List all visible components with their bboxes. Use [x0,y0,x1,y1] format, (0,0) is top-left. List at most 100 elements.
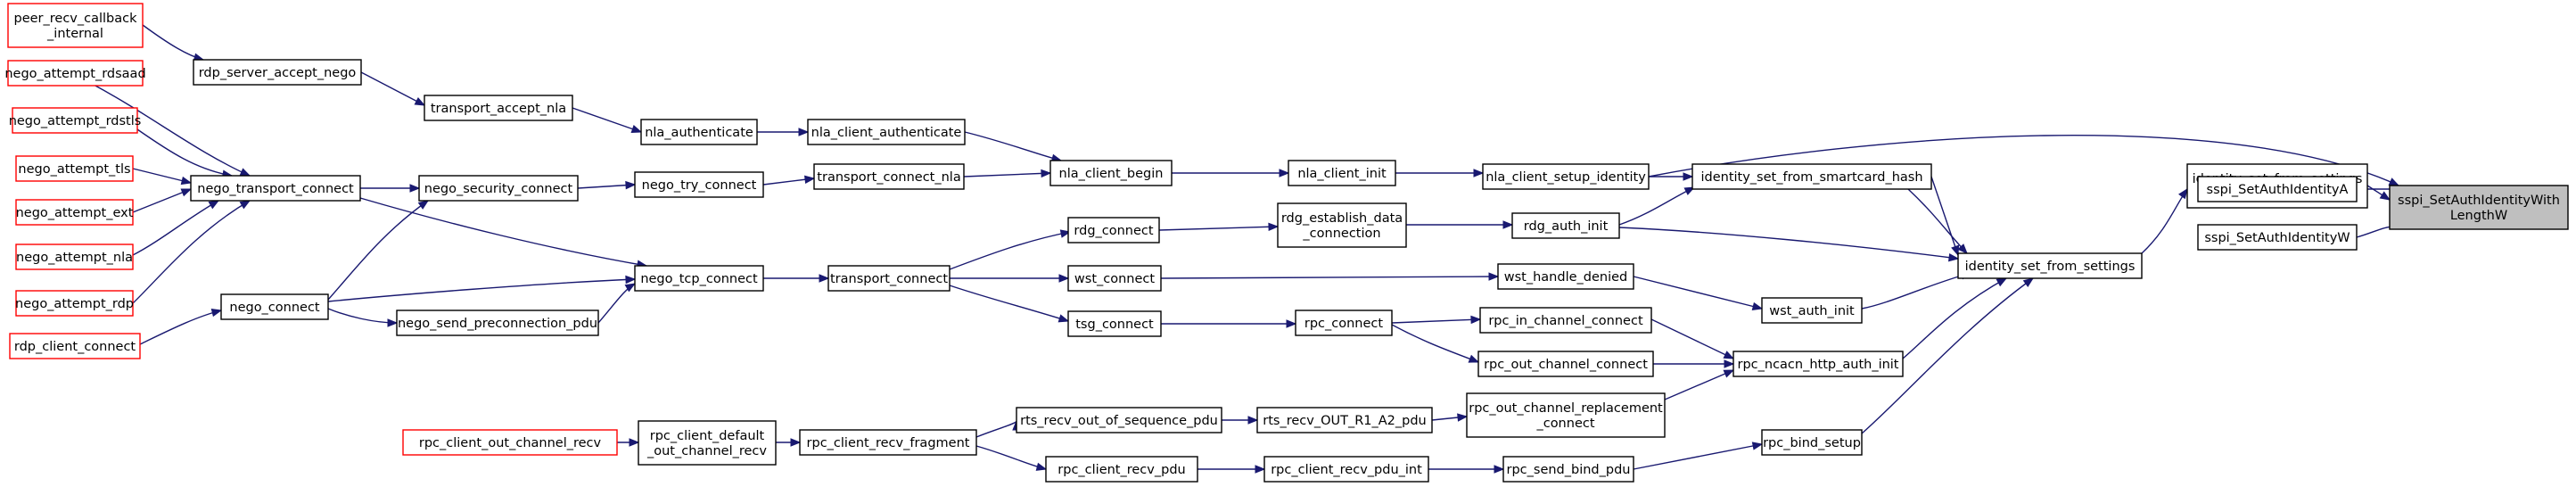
node-label: _internal [46,27,103,41]
function-node-ntc[interactable]: nego_try_connect [634,171,764,198]
function-node-nardt[interactable]: nego_attempt_rdstls [9,107,142,134]
node-label: wst_connect [1074,272,1155,286]
node-box [1016,407,1222,433]
function-node-wstc[interactable]: wst_connect [1067,265,1162,292]
function-node-rcdocr[interactable]: rpc_client_default_out_channel_recv [638,420,777,466]
node-box [1466,392,1666,438]
node-box [1761,429,1863,456]
function-node-isfsh[interactable]: identity_set_from_smartcard_hash [1691,163,1932,190]
node-box [1256,407,1433,433]
function-node-redc[interactable]: rdg_establish_data_connection [1277,202,1407,248]
node-box [418,175,579,202]
call-edge [762,175,816,186]
function-node-rdgc[interactable]: rdg_connect [1067,217,1160,244]
function-node-nanla[interactable]: nego_attempt_nla [15,244,134,270]
function-node-nca[interactable]: nla_client_authenticate [807,119,966,145]
function-node-prci[interactable]: peer_recv_callback_internal [7,3,144,48]
call-edge [360,71,426,106]
call-edge [964,131,1063,162]
call-edge [597,283,637,324]
function-node-ssaiw[interactable]: sspi_SetAuthIdentityW [2197,224,2358,251]
node-box [402,429,618,456]
node-box [827,265,951,292]
function-node-rnhai[interactable]: rpc_ncacn_http_auth_init [1732,351,1904,377]
call-edge [757,128,810,136]
call-edge [327,200,430,301]
node-label: rpc_client_recv_fragment [807,436,970,450]
node-label: rdg_establish_data [1281,211,1403,226]
function-node-nspp[interactable]: nego_send_preconnection_pdu [396,310,599,336]
function-node-rrora[interactable]: rts_recv_OUT_R1_A2_pdu [1256,407,1433,433]
node-label: nego_transport_connect [197,182,354,196]
node-box [634,265,764,292]
node-box [1288,160,1396,186]
call-edge [132,200,251,304]
function-node-ncb[interactable]: nla_client_begin [1049,160,1173,186]
call-edge [1428,465,1505,474]
function-node-tsgc[interactable]: tsg_connect [1067,310,1162,337]
node-label: _out_channel_recv [646,444,767,458]
node-box [1497,263,1634,290]
function-node-nc[interactable]: nego_connect [220,293,329,320]
function-node-rocc[interactable]: rpc_out_channel_connect [1477,351,1654,377]
function-node-tc[interactable]: transport_connect [827,265,951,292]
node-box [15,244,134,270]
function-node-whd[interactable]: wst_handle_denied [1497,263,1634,290]
function-node-ntcp[interactable]: nego_tcp_connect [634,265,764,292]
function-node-natls[interactable]: nego_attempt_tls [15,155,134,182]
function-node-nard[interactable]: nego_attempt_rdsaad [4,60,146,87]
call-edge [1391,324,1480,363]
function-node-rai[interactable]: rdg_auth_init [1511,212,1620,239]
node-label: sspi_SetAuthIdentityA [2207,183,2349,197]
node-box [7,60,144,87]
function-node-rbs[interactable]: rpc_bind_setup [1761,429,1863,456]
node-box [1045,456,1198,483]
function-node-nardp[interactable]: nego_attempt_rdp [15,290,134,317]
call-edge [776,438,802,447]
node-box [15,199,134,226]
node-box [1479,307,1652,334]
function-node-rsbp[interactable]: rpc_send_bind_pdu [1502,456,1634,483]
node-label: rpc_client_default [650,429,765,443]
function-node-rsan[interactable]: rdp_server_accept_nego [193,59,362,86]
node-box [9,333,141,359]
function-node-rocrc[interactable]: rpc_out_channel_replacement_connect [1466,392,1666,438]
function-node-ricc[interactable]: rpc_in_channel_connect [1479,307,1652,334]
function-node-ntrc[interactable]: nego_transport_connect [190,175,361,202]
function-node-naext[interactable]: nego_attempt_ext [15,199,134,226]
function-node-rdcc[interactable]: rdp_client_connect [9,333,141,359]
node-label: peer_recv_callback [14,12,138,26]
call-edge [763,274,830,283]
node-label: wst_handle_denied [1504,270,1628,285]
function-node-nci[interactable]: nla_client_init [1288,160,1396,186]
function-node-rroosp[interactable]: rts_recv_out_of_sequence_pdu [1016,407,1222,433]
node-label: rts_recv_OUT_R1_A2_pdu [1263,414,1427,428]
function-node-rcrf[interactable]: rpc_client_recv_fragment [799,429,977,456]
function-node-tan[interactable]: transport_accept_nla [424,95,573,121]
function-node-nlaa[interactable]: nla_authenticate [640,119,758,145]
node-box [1732,351,1904,377]
function-node-wai[interactable]: wst_auth_init [1761,297,1863,324]
function-node-ssaia[interactable]: sspi_SetAuthIdentityA [2197,176,2358,202]
call-edge [1664,369,1735,400]
function-node-isfs[interactable]: identity_set_from_settings [1957,252,2143,279]
node-box [1761,297,1863,324]
function-node-rcocr[interactable]: rpc_client_out_channel_recv [402,429,618,456]
function-node-nsc[interactable]: nego_security_connect [418,175,579,202]
node-label: LengthW [2450,209,2507,223]
function-node-rpcc[interactable]: rpc_connect [1295,310,1393,336]
node-box [1691,163,1932,190]
node-label: rpc_ncacn_http_auth_init [1738,358,1899,372]
call-edge [1431,413,1469,422]
call-edge [132,188,193,213]
function-node-ncsi[interactable]: nla_client_setup_identity [1482,163,1650,190]
function-node-rcrp[interactable]: rpc_client_recv_pdu [1045,456,1198,483]
node-label: nla_client_init [1297,167,1387,181]
node-box [813,163,965,190]
node-label: nego_attempt_tls [18,162,130,177]
function-node-rcrpi[interactable]: rpc_client_recv_pdu_int [1263,456,1429,483]
function-node-tcn[interactable]: transport_connect_nla [813,163,965,190]
node-label: rpc_connect [1304,317,1384,331]
